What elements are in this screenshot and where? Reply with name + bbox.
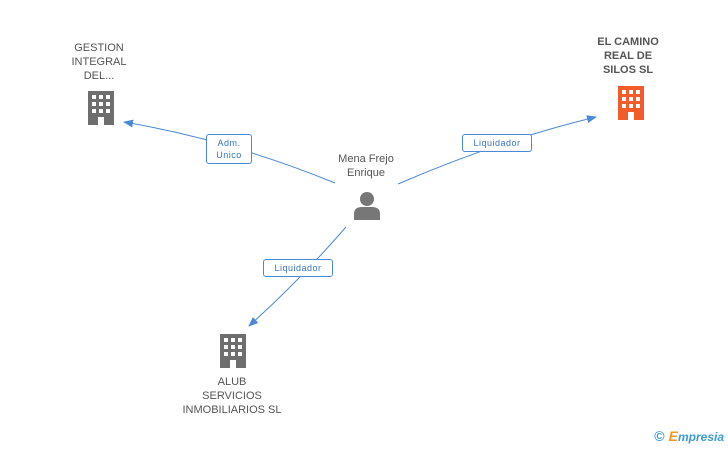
node-label-el-camino[interactable]: EL CAMINO REAL DE SILOS SL xyxy=(597,36,659,76)
building-icon[interactable] xyxy=(616,86,646,120)
edge-label-liquidador-right: Liquidador xyxy=(462,134,532,152)
node-label-person[interactable]: Mena Frejo Enrique xyxy=(338,153,394,179)
copyright-icon: © xyxy=(654,428,665,444)
edge-label-adm-unico: Adm. Unico xyxy=(206,134,252,164)
person-icon[interactable] xyxy=(352,190,382,220)
building-icon[interactable] xyxy=(218,334,248,368)
edge-to-alub xyxy=(248,226,347,327)
empresia-logo: Empresia xyxy=(669,428,724,444)
brand-name: mpresia xyxy=(677,430,724,444)
edge-label-liquidador-bottom: Liquidador xyxy=(263,259,333,277)
building-icon[interactable] xyxy=(86,91,116,125)
brand-initial: E xyxy=(668,428,678,444)
node-label-gestion[interactable]: GESTION INTEGRAL DEL... xyxy=(71,42,127,82)
brand-footer: © Empresia xyxy=(654,428,724,444)
node-label-alub[interactable]: ALUB SERVICIOS INMOBILIARIOS SL xyxy=(182,376,282,416)
